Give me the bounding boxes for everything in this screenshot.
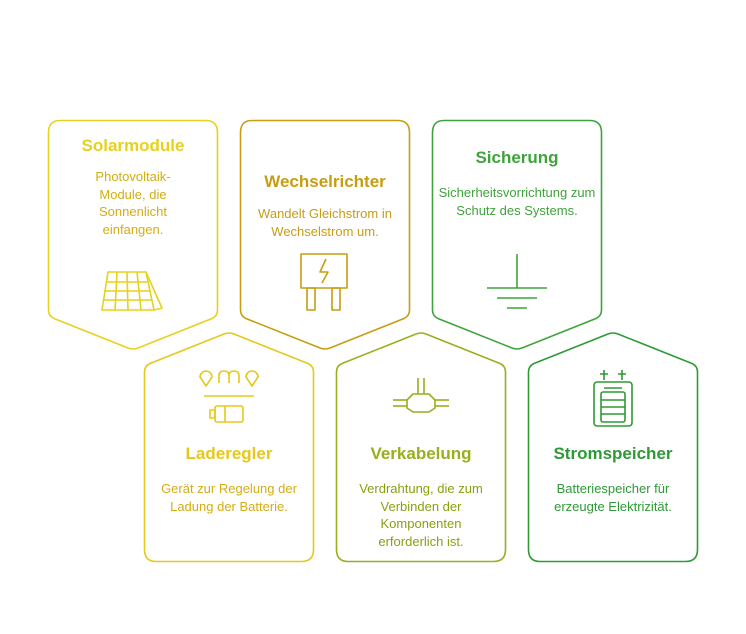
card-wechselrichter: Wechselrichter Wandelt Gleichstrom in We…: [239, 119, 411, 350]
card-description: Verdrahtung, die zum Verbinden der Kompo…: [359, 481, 483, 549]
card-description: Sicherheitsvorrichtung zum Schutz des Sy…: [438, 185, 596, 218]
card-title: Verkabelung: [370, 444, 472, 463]
card-sicherung: Sicherung Sicherheitsvorrichtung zum Sch…: [431, 119, 603, 350]
card-title: Sicherung: [475, 148, 559, 167]
card-solarmodule-shape: [47, 119, 219, 350]
card-verkabelung-shape: [335, 332, 507, 563]
card-laderegler: Laderegler Gerät zur Regelung der Ladung…: [143, 332, 315, 563]
solar-panel-icon: [101, 271, 163, 311]
battery-storage-icon: [593, 370, 633, 427]
card-title: Wechselrichter: [264, 172, 386, 191]
cable-connector-icon: [393, 378, 449, 413]
card-description: Batteriespeicher für erzeugte Elektrizit…: [554, 481, 672, 514]
card-sicherung-shape: [431, 119, 603, 350]
card-stromspeicher: Stromspeicher Batteriespeicher für erzeu…: [527, 332, 699, 563]
card-laderegler-shape: [143, 332, 315, 563]
card-description: Gerät zur Regelung der Ladung der Batter…: [161, 481, 297, 514]
card-solarmodule: Solarmodule Photovoltaik-Module, die Son…: [47, 119, 219, 350]
card-title: Stromspeicher: [553, 444, 673, 463]
card-title: Solarmodule: [81, 136, 185, 155]
card-wechselrichter-shape: [239, 119, 411, 350]
ground-icon: [487, 254, 547, 309]
card-title: Laderegler: [185, 444, 273, 463]
inverter-icon: [300, 253, 348, 311]
card-stromspeicher-shape: [527, 332, 699, 563]
card-description: Wandelt Gleichstrom in Wechselstrom um.: [258, 206, 392, 239]
charge-controller-icon: [199, 370, 259, 423]
card-description: Photovoltaik-Module, die Sonnenlicht ein…: [95, 169, 171, 237]
card-verkabelung: Verkabelung Verdrahtung, die zum Verbind…: [335, 332, 507, 563]
